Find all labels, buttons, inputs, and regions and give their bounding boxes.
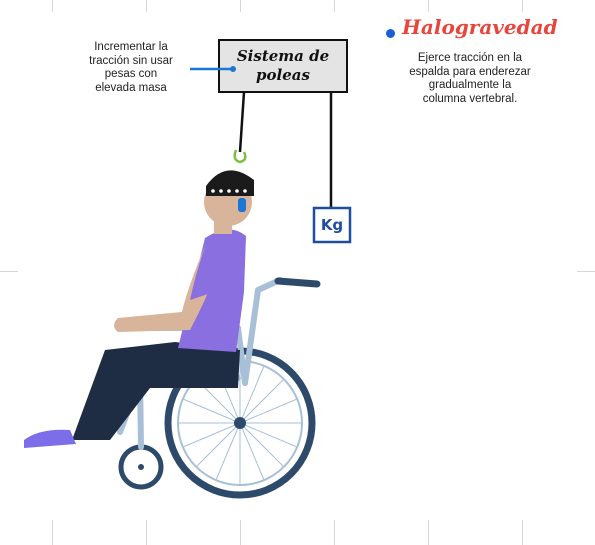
guide-tick xyxy=(146,520,147,545)
halo-pins xyxy=(211,189,247,193)
guide-tick xyxy=(146,0,147,12)
pants xyxy=(72,342,240,440)
pulley-box-line: poleas xyxy=(256,66,310,84)
sleeve xyxy=(190,244,226,300)
annotation-line: Incrementar la xyxy=(94,41,168,53)
wheel-hub xyxy=(234,417,246,429)
caster-hub xyxy=(138,464,144,470)
guide-tick xyxy=(428,520,429,545)
guide-tick xyxy=(577,271,595,272)
guide-tick xyxy=(334,520,335,545)
weight-label: Kg xyxy=(320,216,344,234)
pulley-box-line: Sistema de xyxy=(236,47,330,65)
annotation-line: pesas con xyxy=(104,68,158,80)
hook xyxy=(233,149,247,164)
annotation-line: columna vertebral. xyxy=(422,92,518,105)
annotation-line: elevada masa xyxy=(95,81,167,94)
guide-tick xyxy=(428,0,429,12)
face xyxy=(209,196,230,226)
weight-block xyxy=(312,206,352,244)
right-annotation: Ejerce tracción en la espalda para ender… xyxy=(396,52,544,106)
halogravedad-title: Halogravedad xyxy=(402,15,558,39)
guide-tick xyxy=(52,520,53,545)
pulley-system-box xyxy=(218,39,348,93)
annotation-line: espalda para enderezar xyxy=(409,65,531,78)
annotation-line: Ejerce tracción en la xyxy=(417,52,523,64)
guide-tick xyxy=(0,271,18,272)
guide-tick xyxy=(240,520,241,545)
guide-tick xyxy=(334,0,335,12)
pointer-arrow-head xyxy=(230,66,236,72)
shoe xyxy=(24,429,76,448)
push-handle xyxy=(274,277,321,288)
pulley-box-label: Sistema de poleas xyxy=(219,40,347,92)
chin-strap xyxy=(238,198,246,212)
guide-tick xyxy=(52,0,53,12)
title-bullet xyxy=(386,29,395,38)
arm xyxy=(114,244,218,332)
annotation-line: tracción sin usar xyxy=(89,54,173,67)
left-annotation: Incrementar la tracción sin usar pesas c… xyxy=(76,41,186,95)
guide-tick xyxy=(522,0,523,12)
annotation-line: gradualmente la xyxy=(428,79,512,91)
traction-rope xyxy=(238,91,246,153)
guide-tick xyxy=(522,520,523,545)
guide-tick xyxy=(240,0,241,12)
